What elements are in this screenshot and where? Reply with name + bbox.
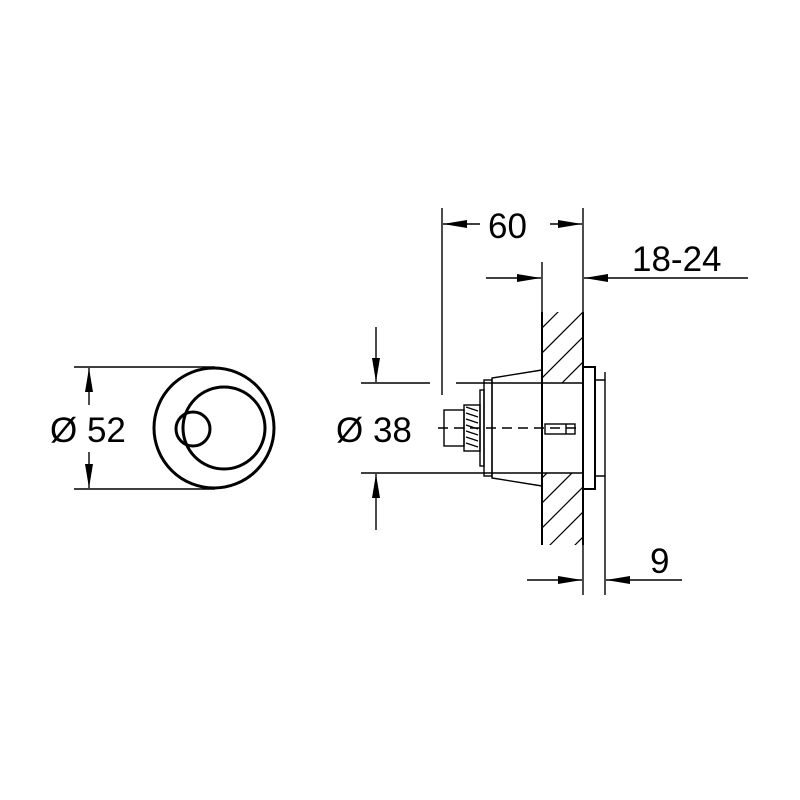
- front-view: Ø 52: [50, 366, 276, 490]
- push-button-circle: [174, 410, 212, 448]
- plate-offset-9-label: 9: [650, 542, 669, 581]
- wall-thickness-label: 18-24: [632, 240, 722, 279]
- outer-rim-circle: [152, 366, 276, 490]
- depth-60-label: 60: [488, 207, 527, 246]
- wall-section: [541, 312, 584, 545]
- valve-body: [438, 369, 580, 487]
- diameter-38-label: Ø 38: [336, 411, 412, 450]
- diameter-52-label: Ø 52: [50, 411, 126, 450]
- inner-plate-circle: [181, 385, 267, 471]
- side-view: 60 18-24 Ø 38: [336, 207, 748, 595]
- front-plate: [583, 366, 606, 595]
